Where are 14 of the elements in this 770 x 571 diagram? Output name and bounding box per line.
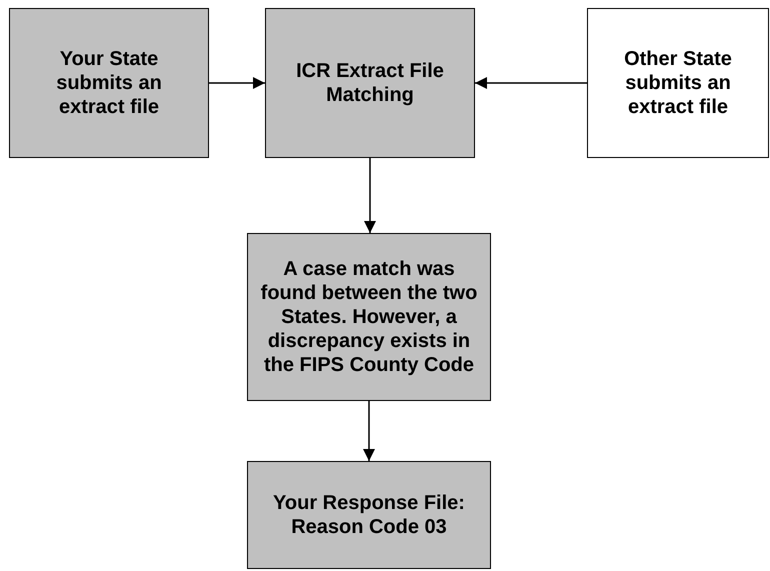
process-box (247, 461, 491, 569)
arrow (209, 77, 265, 89)
process-box (265, 8, 475, 158)
process-box (587, 8, 769, 158)
arrow (364, 158, 376, 233)
box-label: ICR Extract File Matching (295, 59, 445, 107)
box-label: A case match was found between the two States. However, a discrepancy exists in the FIPS County Code (260, 257, 478, 377)
box-label: Your Response File: Reason Code 03 (272, 491, 466, 539)
arrow (475, 77, 587, 89)
box-label: Other State submits an extract file (623, 47, 733, 119)
arrow (363, 401, 375, 461)
box-label: Your State submits an extract file (55, 47, 163, 119)
process-box (9, 8, 209, 158)
process-box (247, 233, 491, 401)
